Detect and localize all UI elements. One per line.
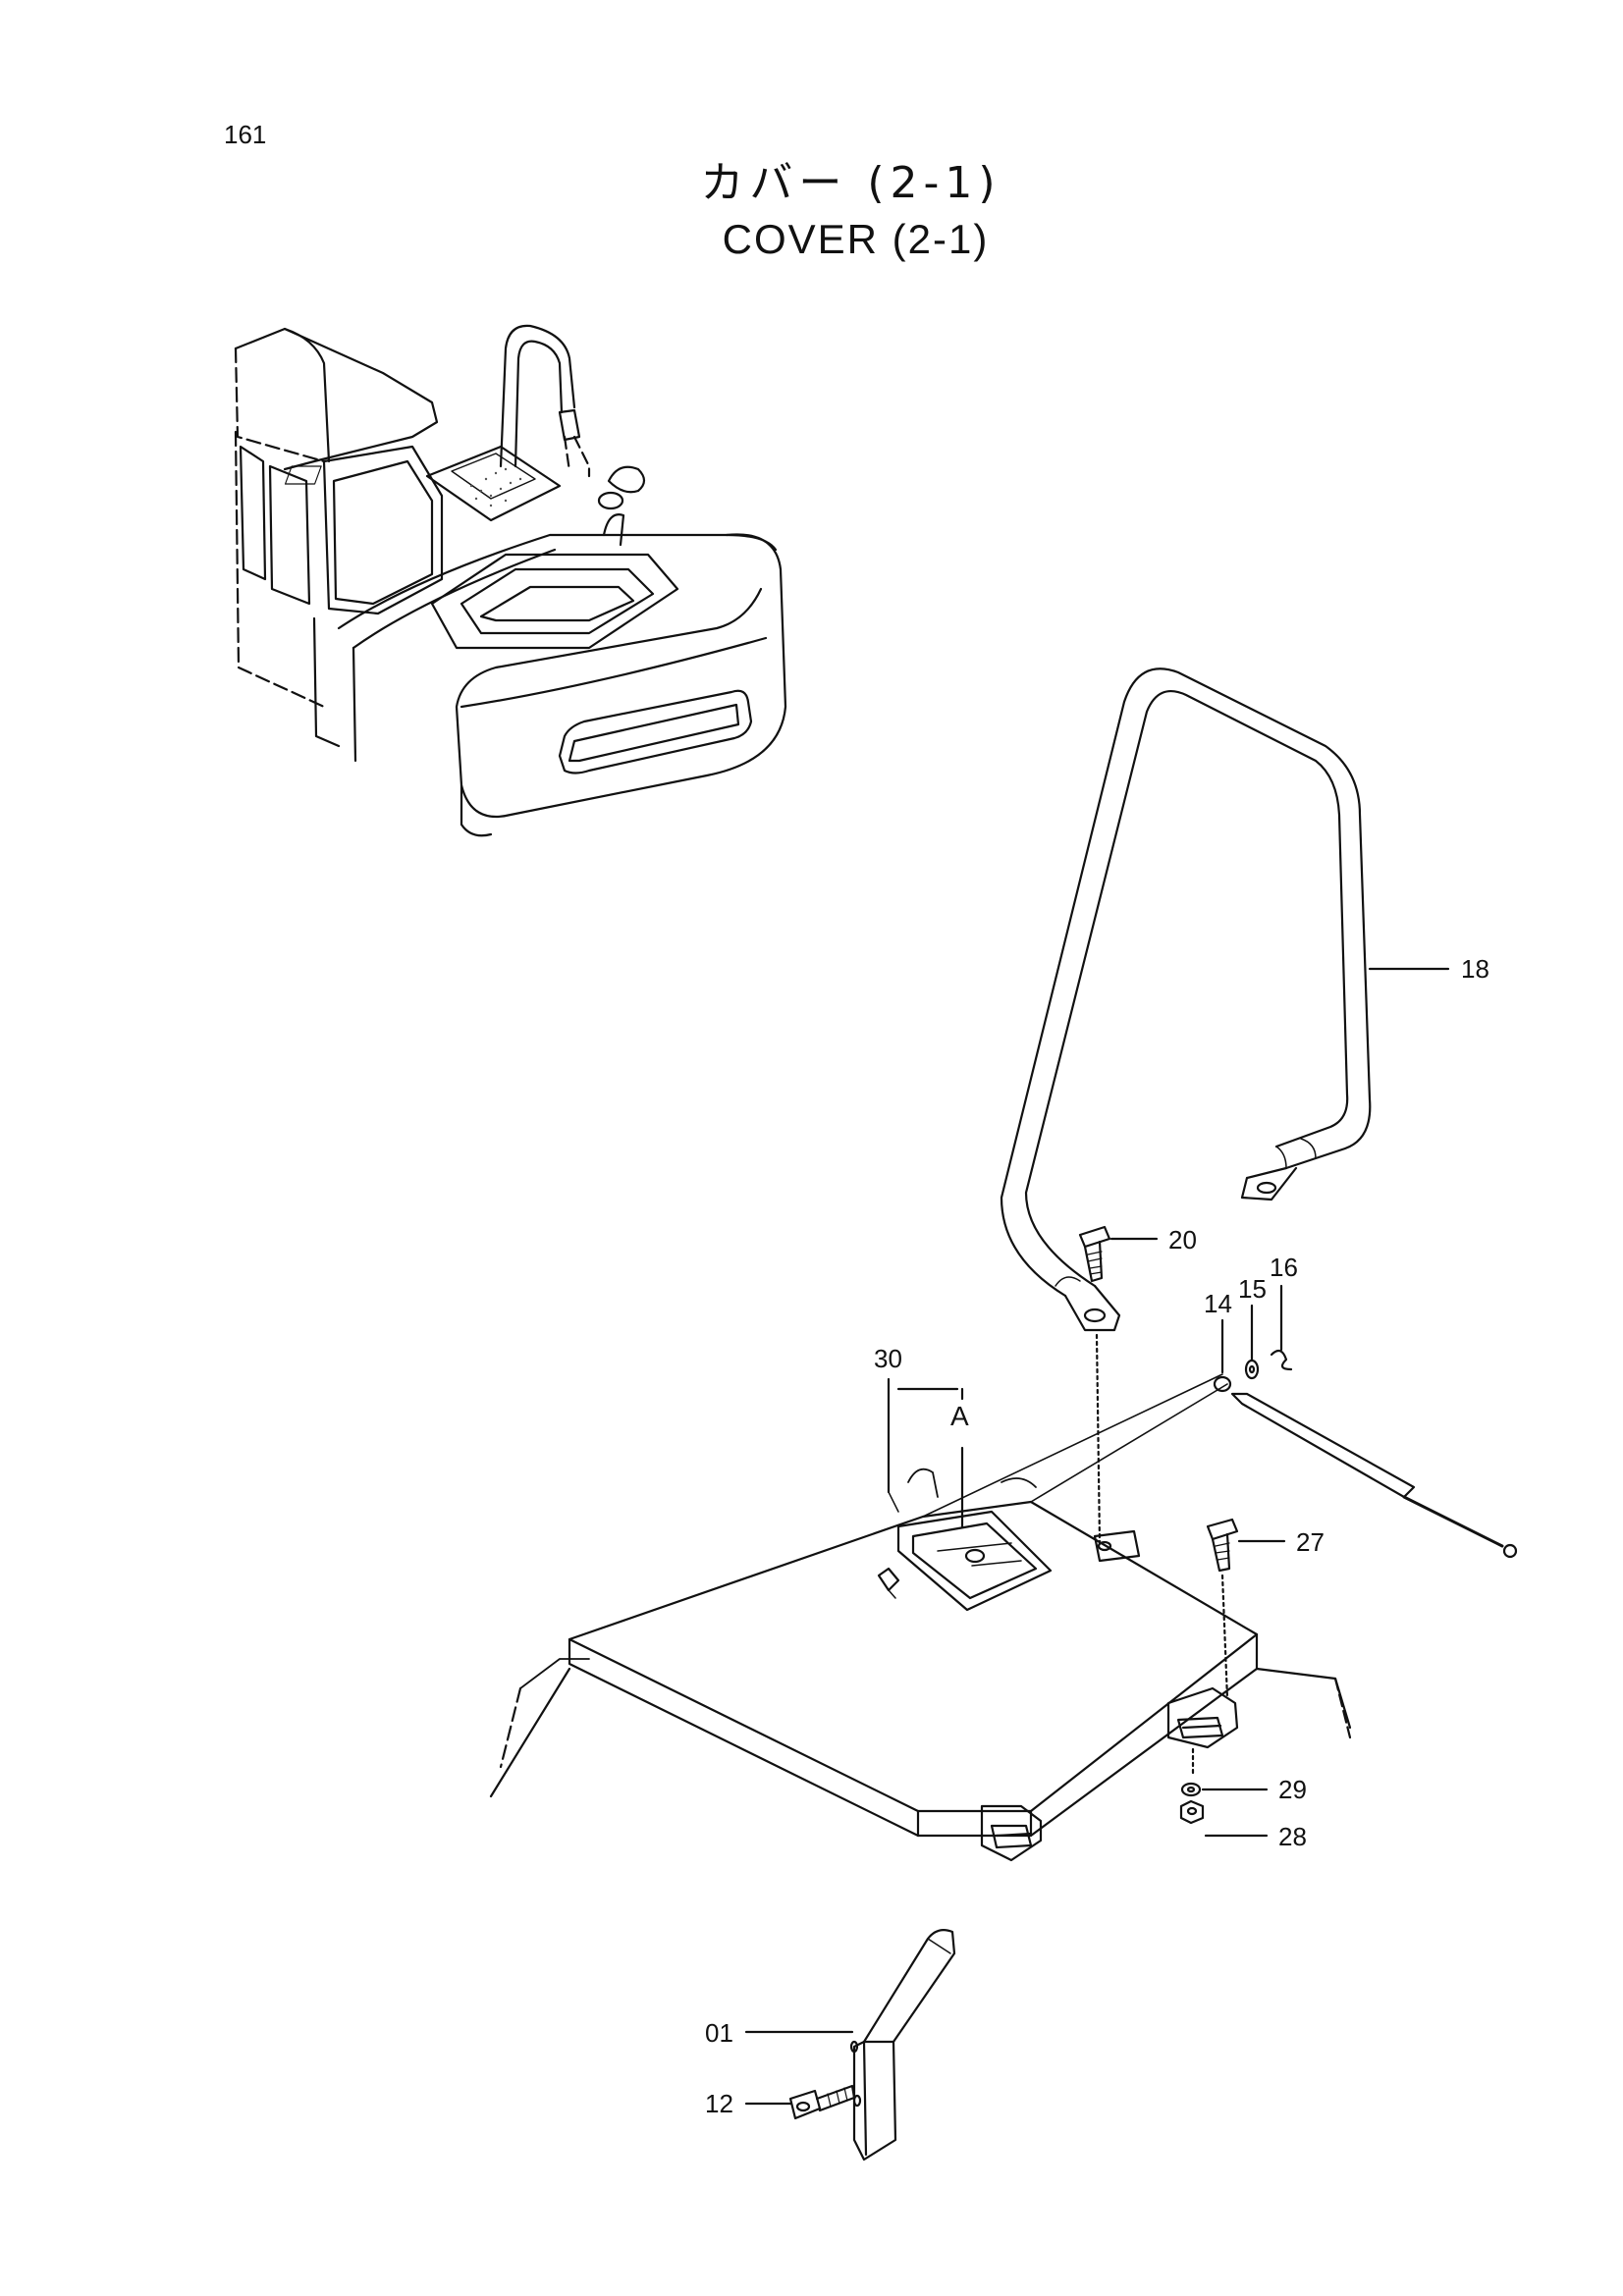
latch-icon — [877, 1567, 900, 1599]
nut-icon — [1179, 1799, 1205, 1825]
callout-a: A — [950, 1401, 969, 1431]
page-title-japanese: カバー (2-1) — [700, 158, 1001, 208]
callout-12: 12 — [705, 2089, 733, 2118]
cover-panel-icon — [489, 1373, 1352, 1838]
clip-icon — [1270, 1349, 1293, 1371]
hinge-icon — [1166, 1686, 1239, 1749]
title-block: カバー (2-1) COVER (2-1) — [0, 147, 1623, 263]
callout-27: 27 — [1296, 1527, 1325, 1557]
bolt-icon — [1206, 1518, 1239, 1573]
bracket-line-30-lower — [888, 1491, 899, 1513]
callout-29: 29 — [1278, 1775, 1307, 1804]
bolt-icon — [1078, 1225, 1111, 1283]
bolt-icon — [788, 2084, 856, 2120]
hinge-icon — [980, 1804, 1043, 1862]
alignment-line-27 — [1220, 1574, 1229, 1700]
gas-spring-icon — [1213, 1375, 1518, 1559]
callout-15: 15 — [1238, 1274, 1267, 1304]
excavator-overview-icon — [234, 324, 787, 837]
page-number: 161 — [224, 120, 267, 149]
callout-28: 28 — [1278, 1822, 1307, 1851]
callout-16: 16 — [1270, 1253, 1298, 1282]
callout-14: 14 — [1204, 1289, 1232, 1318]
callout-20: 20 — [1168, 1225, 1197, 1255]
bracket-icon — [849, 1929, 956, 2162]
callout-30: 30 — [874, 1344, 902, 1373]
handrail-icon — [1000, 667, 1372, 1332]
washer-icon — [1180, 1782, 1202, 1797]
callout-18: 18 — [1461, 954, 1489, 984]
page-title-english: COVER (2-1) — [722, 216, 990, 262]
callout-01: 01 — [705, 2018, 733, 2048]
washer-icon — [1244, 1359, 1260, 1380]
alignment-line-20 — [1095, 1333, 1102, 1543]
